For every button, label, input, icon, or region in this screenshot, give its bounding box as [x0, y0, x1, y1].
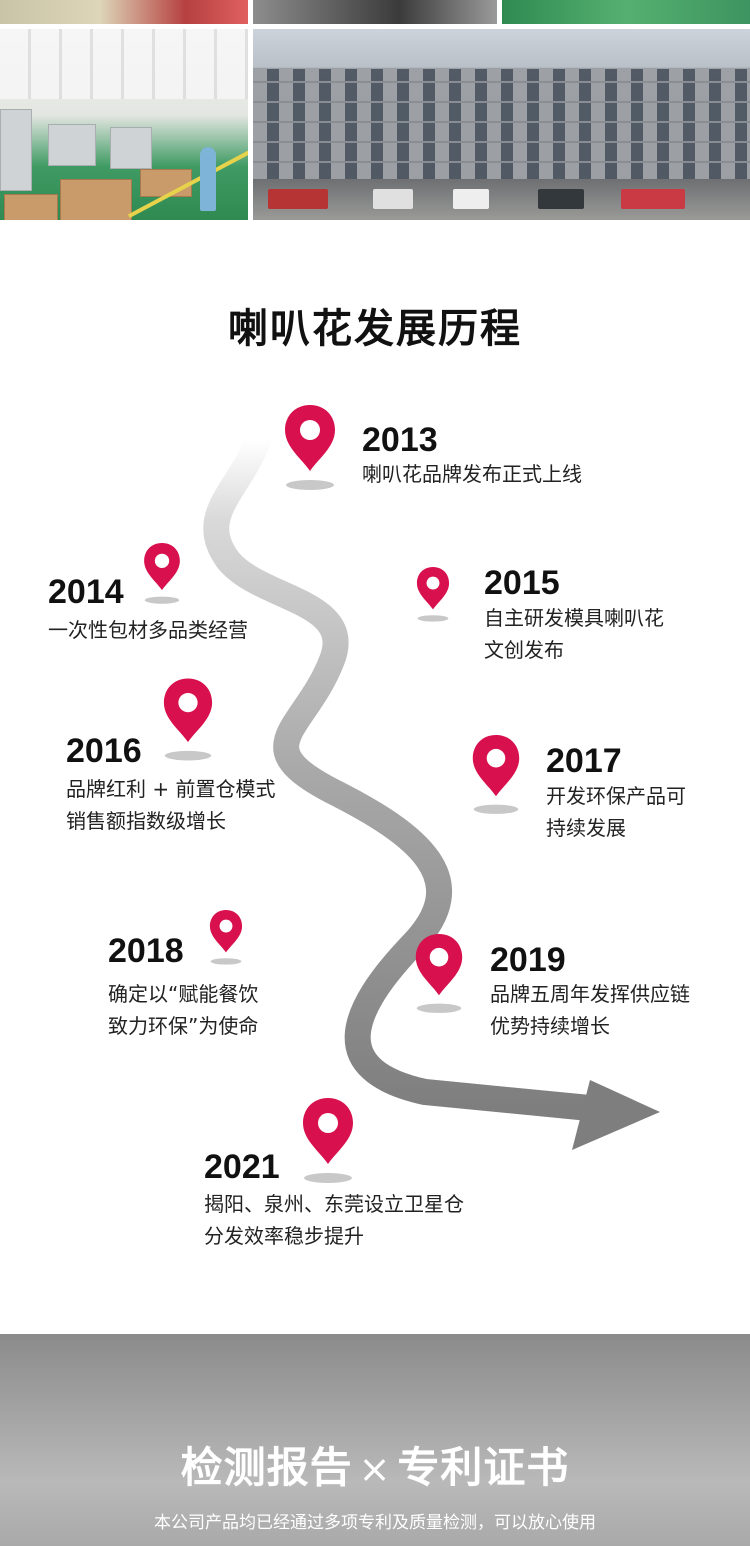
location-pin-icon — [472, 735, 520, 814]
milestone-year: 2014 — [48, 573, 124, 611]
test-report-label: 检测报告 — [180, 1443, 353, 1492]
location-pin-icon — [303, 1098, 353, 1183]
milestone-description: 开发环保产品可 持续发展 — [546, 784, 686, 840]
location-pin-icon — [209, 910, 243, 965]
milestone-year: 2016 — [66, 732, 142, 770]
certificate-band-title: 检测报告×专利证书 — [0, 1434, 750, 1495]
milestone-year: 2015 — [484, 564, 560, 602]
milestone-description: 品牌五周年发挥供应链 优势持续增长 — [490, 982, 690, 1038]
timeline-road — [203, 427, 660, 1150]
milestone-year: 2019 — [490, 941, 566, 979]
milestone-year: 2018 — [108, 932, 184, 970]
milestone-description: 一次性包材多品类经营 — [48, 618, 248, 642]
milestone-year: 2013 — [362, 421, 438, 459]
warehouse-building-photo — [253, 29, 750, 220]
milestone-description: 自主研发模具喇叭花 文创发布 — [484, 606, 664, 662]
factory-photo-strip — [0, 0, 750, 220]
times-glyph: × — [358, 1447, 392, 1491]
photo-top-right — [502, 0, 750, 24]
milestone-description: 确定以“赋能餐饮 致力环保”为使命 — [108, 982, 259, 1038]
location-pin-icon — [163, 678, 213, 761]
milestone-description: 揭阳、泉州、东莞设立卫星仓 分发效率稳步提升 — [204, 1192, 464, 1248]
milestone-description: 喇叭花品牌发布正式上线 — [362, 462, 582, 486]
location-pin-icon — [285, 405, 335, 490]
patent-certificate-label: 专利证书 — [397, 1443, 570, 1492]
milestone-year: 2017 — [546, 742, 622, 780]
location-pin-icon — [415, 934, 463, 1013]
photo-top-left — [0, 0, 248, 24]
photo-top-middle — [253, 0, 497, 24]
road-arrow-head — [572, 1080, 660, 1150]
certificate-band-subtitle: 本公司产品均已经通过多项专利及质量检测，可以放心使用 — [154, 1513, 596, 1533]
certificate-band — [0, 1334, 750, 1546]
location-pin-icon — [416, 567, 450, 622]
factory-floor-photo — [0, 29, 248, 220]
milestone-description: 品牌红利 + 前置仓模式 销售额指数级增长 — [66, 777, 276, 833]
milestone-year: 2021 — [204, 1148, 280, 1186]
page-title: 喇叭花发展历程 — [228, 306, 522, 352]
location-pin-icon — [144, 543, 180, 604]
